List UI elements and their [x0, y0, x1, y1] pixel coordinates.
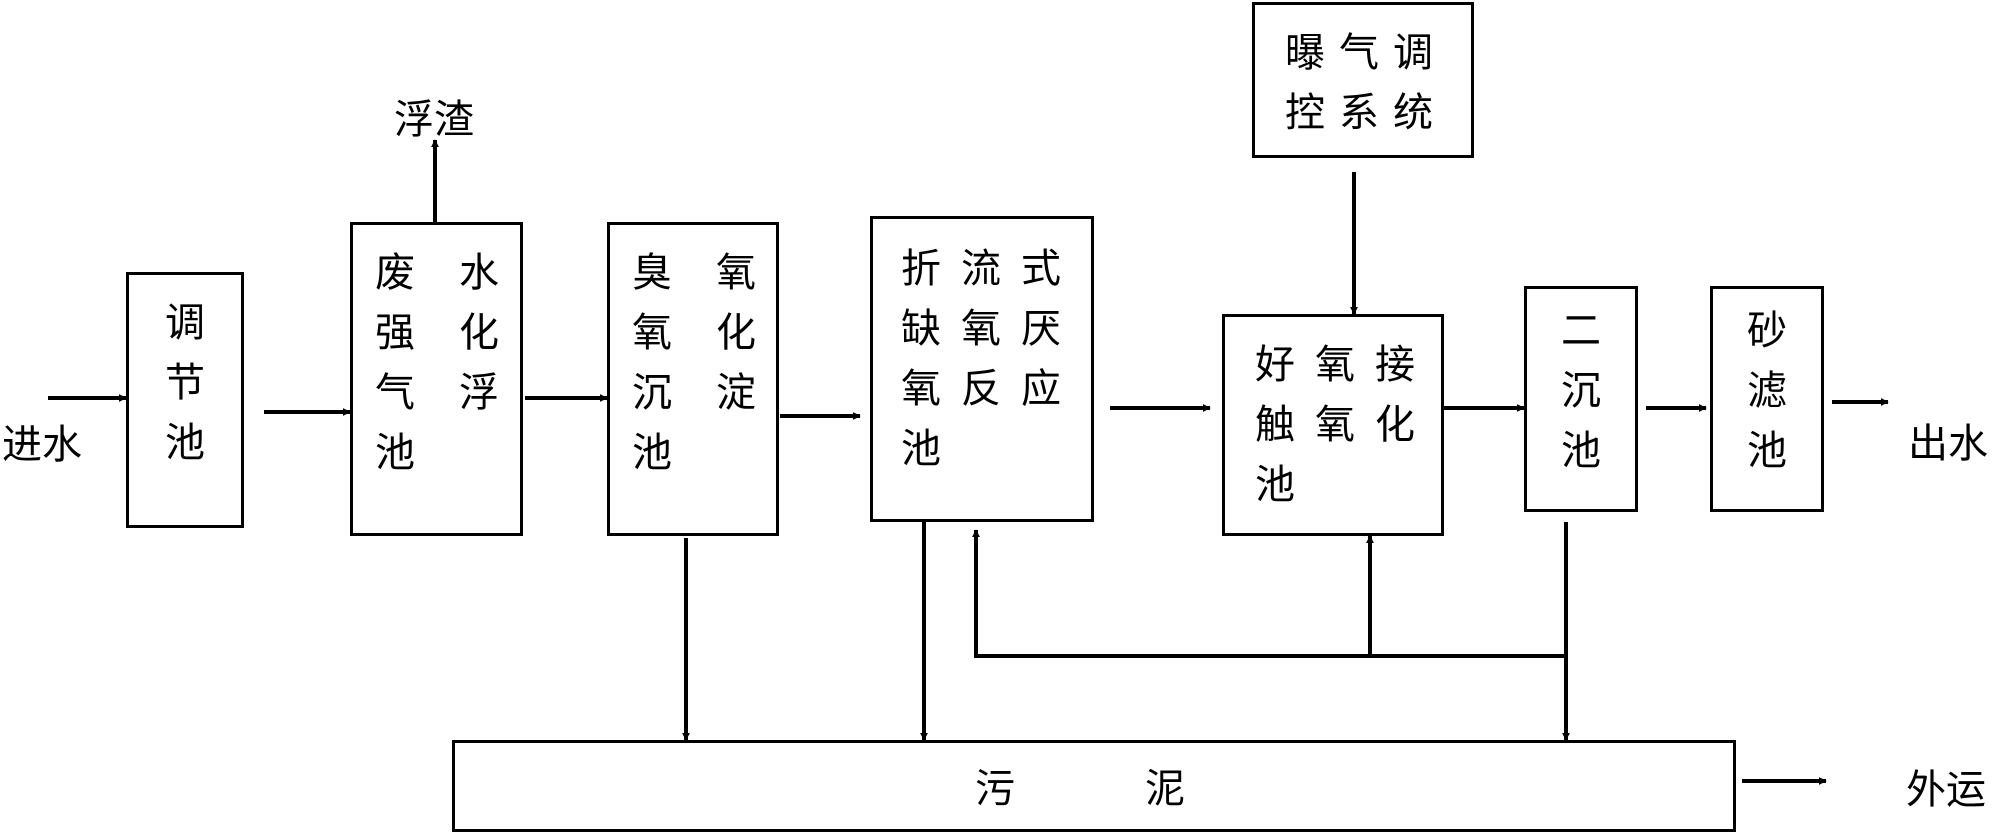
sand-filter-char: 砂: [1747, 308, 1787, 354]
baffled-tank-char: 池: [901, 426, 941, 472]
sand-filter-char: 池: [1747, 428, 1787, 474]
flotation-tank-char: 水: [459, 250, 499, 296]
sand-filter: 砂 滤 池: [1710, 286, 1824, 512]
baffled-tank-char: 式: [1021, 246, 1061, 292]
secondary-clarifier: 二 沉 池: [1524, 286, 1638, 512]
aerobic-tank-char: 好: [1255, 342, 1295, 388]
haul-away-label: 外运: [1906, 767, 1986, 813]
ozone-tank-char: 淀: [716, 370, 756, 416]
aeration-control-char: 调: [1393, 30, 1433, 76]
equalization-tank: 调 节 池: [126, 272, 244, 528]
clarifier-char: 沉: [1561, 368, 1601, 414]
flotation-tank-char: 废: [375, 250, 415, 296]
aerobic-tank-char: 池: [1255, 462, 1295, 508]
sand-filter-char: 滤: [1747, 368, 1787, 414]
aeration-control-system: 曝 气 调 控 系 统: [1252, 2, 1474, 158]
baffled-tank-char: 应: [1021, 366, 1061, 412]
ozone-tank-char: 氧: [632, 310, 672, 356]
ozone-tank-char: 化: [716, 310, 756, 356]
equalization-tank-char: 节: [165, 360, 205, 406]
aeration-control-char: 曝: [1285, 30, 1325, 76]
flotation-tank-char: 强: [375, 310, 415, 356]
baffled-tank-char: 厌: [1021, 306, 1061, 352]
ozone-tank-char: 池: [632, 430, 672, 476]
flotation-tank-char: 气: [375, 370, 415, 416]
aeration-control-char: 气: [1339, 30, 1379, 76]
inlet-label: 进水: [2, 422, 82, 468]
baffled-tank-char: 缺: [901, 306, 941, 352]
flotation-tank-char: 化: [459, 310, 499, 356]
ozone-tank-char: 沉: [632, 370, 672, 416]
recycle-line: [972, 529, 1566, 658]
outlet-label: 出水: [1908, 421, 1988, 467]
aerobic-tank-char: 接: [1375, 342, 1415, 388]
clarifier-char: 池: [1561, 428, 1601, 474]
aerobic-tank-char: 氧: [1315, 342, 1355, 388]
sludge-char: 污: [975, 766, 1015, 812]
aerobic-tank-char: 氧: [1315, 402, 1355, 448]
ozone-tank-char: 臭: [632, 250, 672, 296]
baffled-tank-char: 反: [961, 366, 1001, 412]
baffled-tank-char: 氧: [901, 366, 941, 412]
aeration-control-char: 控: [1285, 90, 1325, 136]
clarifier-char: 二: [1561, 308, 1601, 354]
flotation-tank-char: 浮: [459, 370, 499, 416]
ozone-oxidation-tank: 臭 氧 氧 化 沉 淀 池: [607, 222, 779, 536]
sludge-tank: 污 泥: [452, 740, 1736, 832]
baffled-tank-char: 流: [961, 246, 1001, 292]
baffled-anoxic-anaerobic-tank: 折 流 式 缺 氧 厌 氧 反 应 池: [870, 216, 1094, 522]
flotation-tank: 废 水 强 化 气 浮 池: [350, 222, 523, 536]
aerobic-tank-char: 触: [1255, 402, 1295, 448]
baffled-tank-char: 折: [901, 246, 941, 292]
aerobic-contact-oxidation-tank: 好 氧 接 触 氧 化 池: [1222, 314, 1444, 536]
aeration-control-char: 统: [1393, 90, 1433, 136]
equalization-tank-char: 调: [165, 300, 205, 346]
aeration-control-char: 系: [1339, 90, 1379, 136]
ozone-tank-char: 氧: [716, 250, 756, 296]
sludge-char: 泥: [1145, 766, 1185, 812]
aerobic-tank-char: 化: [1375, 402, 1415, 448]
baffled-tank-char: 氧: [961, 306, 1001, 352]
equalization-tank-char: 池: [165, 420, 205, 466]
scum-label: 浮渣: [394, 97, 474, 143]
flotation-tank-char: 池: [375, 430, 415, 476]
